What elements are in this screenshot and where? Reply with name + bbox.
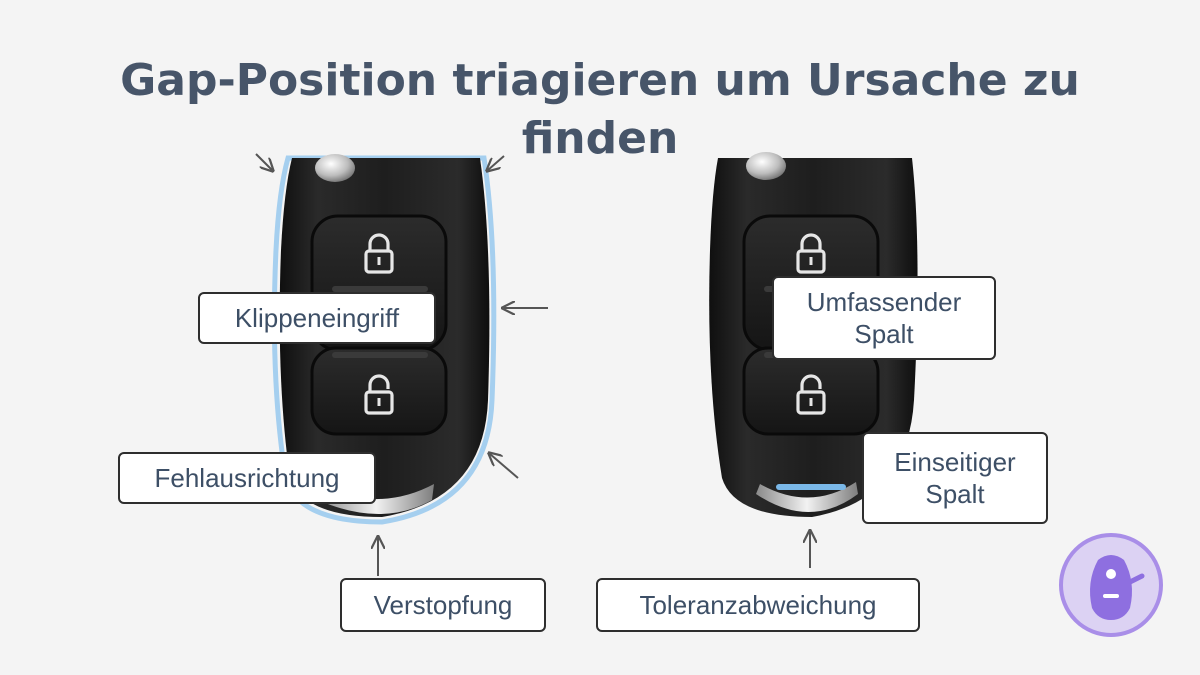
left-fob-gap-glow	[271, 155, 497, 525]
right-fob-release-knob	[746, 152, 786, 180]
label-tolerance-deviation: Toleranzabweichung	[596, 578, 920, 632]
label-one-sided-gap: Einseitiger Spalt	[862, 432, 1048, 524]
unlock-icon	[796, 374, 826, 415]
left-fob-chrome-trim	[318, 484, 434, 514]
label-clogging: Verstopfung	[340, 578, 546, 632]
left-fob-release-knob	[315, 154, 355, 182]
right-fob-gap-glow	[776, 484, 846, 490]
arrow-top-left	[255, 153, 272, 170]
arrow-bottom-right	[490, 454, 519, 479]
unlock-icon	[364, 374, 394, 415]
lock-icon	[796, 233, 826, 274]
right-fob-chrome-trim	[756, 482, 858, 512]
label-clip-engagement: Klippeneingriff	[198, 292, 436, 344]
lock-icon	[364, 233, 394, 274]
label-misalignment: Fehlausrichtung	[118, 452, 376, 504]
label-wrap-gap: Umfassender Spalt	[772, 276, 996, 360]
key-fob-logo-icon	[1059, 533, 1163, 637]
page-title: Gap-Position triagieren um Ursache zu fi…	[120, 55, 1080, 164]
arrow-top-right	[488, 155, 505, 170]
